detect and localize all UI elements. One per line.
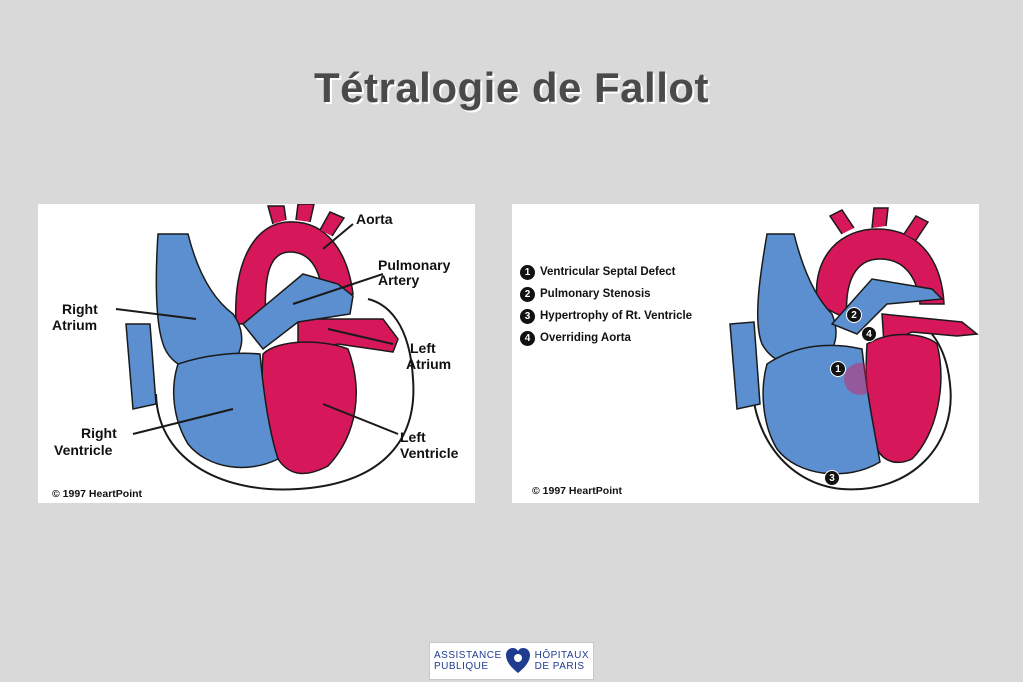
legend-item: 3 Hypertrophy of Rt. Ventricle: [520, 305, 692, 327]
label-left-ventricle-line1: Left: [400, 429, 426, 445]
marker-vsd: 1: [830, 361, 846, 377]
fallot-heart-illustration: [729, 207, 979, 491]
label-right-atrium-line2: Atrium: [52, 317, 98, 333]
marker-overriding-aorta: 4: [861, 326, 877, 342]
label-left-atrium-line2: Atrium: [406, 356, 452, 372]
legend-number: 2: [520, 286, 535, 302]
legend-number: 4: [520, 330, 535, 346]
heart-outline: [750, 318, 952, 491]
heart-outline: [155, 298, 415, 491]
aorta-arch: [815, 228, 945, 321]
label-pulmonary-artery-line1: Pulmonary: [378, 257, 451, 273]
label-left-ventricle-line2: Ventricle: [400, 445, 459, 461]
label-right-ventricle-line1: Right: [81, 425, 117, 441]
copyright-fallot: © 1997 HeartPoint: [532, 485, 623, 497]
fallot-heart-diagram: 1 Ventricular Septal Defect 2 Pulmonary …: [512, 204, 979, 503]
defect-legend: 1 Ventricular Septal Defect 2 Pulmonary …: [520, 261, 692, 349]
copyright-normal: © 1997 HeartPoint: [52, 488, 143, 500]
label-right-atrium-line1: Right: [62, 301, 98, 317]
vsd-highlight: [844, 363, 876, 395]
legend-text: Pulmonary Stenosis: [540, 288, 651, 300]
label-left-atrium-line1: Left: [410, 340, 436, 356]
left-ventricle: [865, 333, 942, 464]
normal-heart-diagram: Aorta Pulmonary Artery Right Atrium Left…: [38, 204, 475, 503]
legend-item: 4 Overriding Aorta: [520, 327, 692, 349]
legend-item: 2 Pulmonary Stenosis: [520, 283, 692, 305]
logo-right-line2: DE PARIS: [534, 661, 585, 672]
label-aorta: Aorta: [356, 211, 393, 227]
slide-title: Tétralogie de Fallot: [313, 64, 710, 111]
legend-number: 1: [520, 264, 535, 280]
aphp-logo: ASSISTANCE PUBLIQUE HÔPITAUX DE PARIS: [429, 642, 594, 680]
legend-number: 3: [520, 308, 535, 324]
inferior-vena-cava: [125, 323, 157, 410]
aorta-branches: [267, 204, 346, 237]
right-ventricle: [762, 344, 881, 475]
logo-left-line1: ASSISTANCE: [434, 650, 502, 661]
logo-left-line2: PUBLIQUE: [434, 661, 489, 672]
inferior-vena-cava: [729, 321, 761, 410]
marker-rv-hypertrophy: 3: [824, 470, 840, 486]
normal-heart-illustration: [115, 204, 415, 491]
legend-text: Hypertrophy of Rt. Ventricle: [540, 310, 693, 322]
right-atrium: [155, 233, 243, 372]
logo-right-line1: HÔPITAUX: [534, 650, 589, 661]
label-pulmonary-artery-line2: Artery: [378, 272, 420, 288]
logo-left-text: ASSISTANCE PUBLIQUE: [434, 650, 502, 672]
leader-lines: [115, 223, 399, 435]
logo-right-text: HÔPITAUX DE PARIS: [535, 650, 589, 672]
legend-text: Ventricular Septal Defect: [540, 266, 676, 278]
aorta-branches: [828, 207, 930, 241]
marker-pulmonary-stenosis: 2: [846, 307, 862, 323]
legend-item: 1 Ventricular Septal Defect: [520, 261, 692, 283]
heart-emblem-icon: [506, 648, 531, 673]
label-right-ventricle-line2: Ventricle: [54, 442, 113, 458]
legend-text: Overriding Aorta: [540, 332, 631, 344]
